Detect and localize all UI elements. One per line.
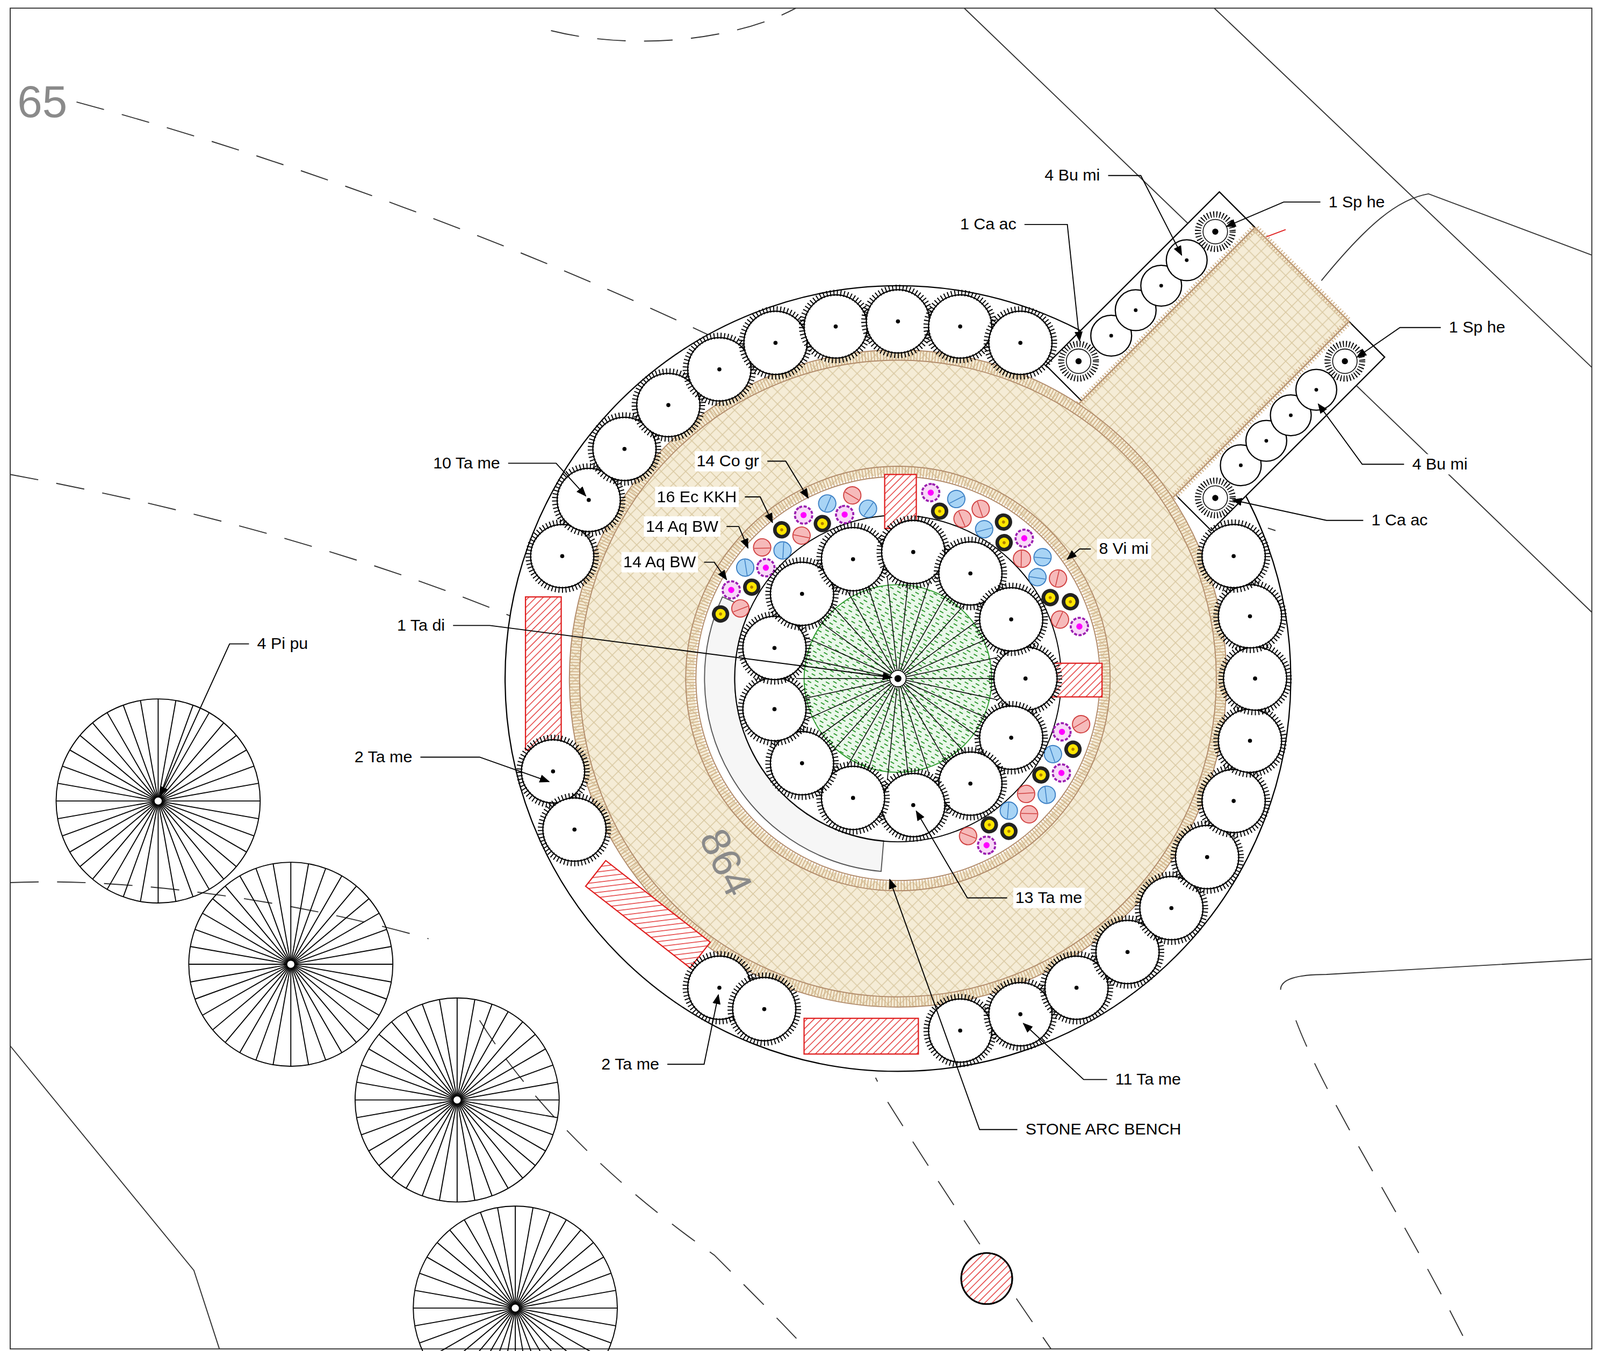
plant-callout: 13 Ta me xyxy=(1013,888,1085,909)
plant-callout: 4 Bu mi xyxy=(1042,165,1103,186)
plant-callout: 1 Ca ac xyxy=(1369,510,1430,531)
plant-callout: 14 Co gr xyxy=(694,451,762,472)
plant-callout: 1 Ta di xyxy=(394,615,448,636)
plant-callout: 8 Vi mi xyxy=(1097,538,1151,560)
plant-callout: 14 Aq BW xyxy=(621,552,698,573)
plant-callout: 1 Sp he xyxy=(1326,191,1387,213)
plant-callout: 16 Ec KKH xyxy=(654,486,739,508)
plant-callout: 4 Bu mi xyxy=(1410,453,1470,475)
plant-callout: 1 Sp he xyxy=(1446,317,1508,338)
plant-callout: 2 Ta me xyxy=(599,1054,662,1075)
plant-callout: 4 Pi pu xyxy=(255,633,311,655)
plant-callout: 2 Ta me xyxy=(352,746,415,768)
plant-callout: 1 Ca ac xyxy=(957,214,1019,235)
plant-callout: STONE ARC BENCH xyxy=(1023,1119,1184,1141)
plant-callout: 11 Ta me xyxy=(1113,1069,1184,1091)
contour-elevation: 65 xyxy=(15,77,70,127)
plant-callout: 10 Ta me xyxy=(430,452,502,474)
plant-callout: 14 Aq BW xyxy=(643,516,721,537)
